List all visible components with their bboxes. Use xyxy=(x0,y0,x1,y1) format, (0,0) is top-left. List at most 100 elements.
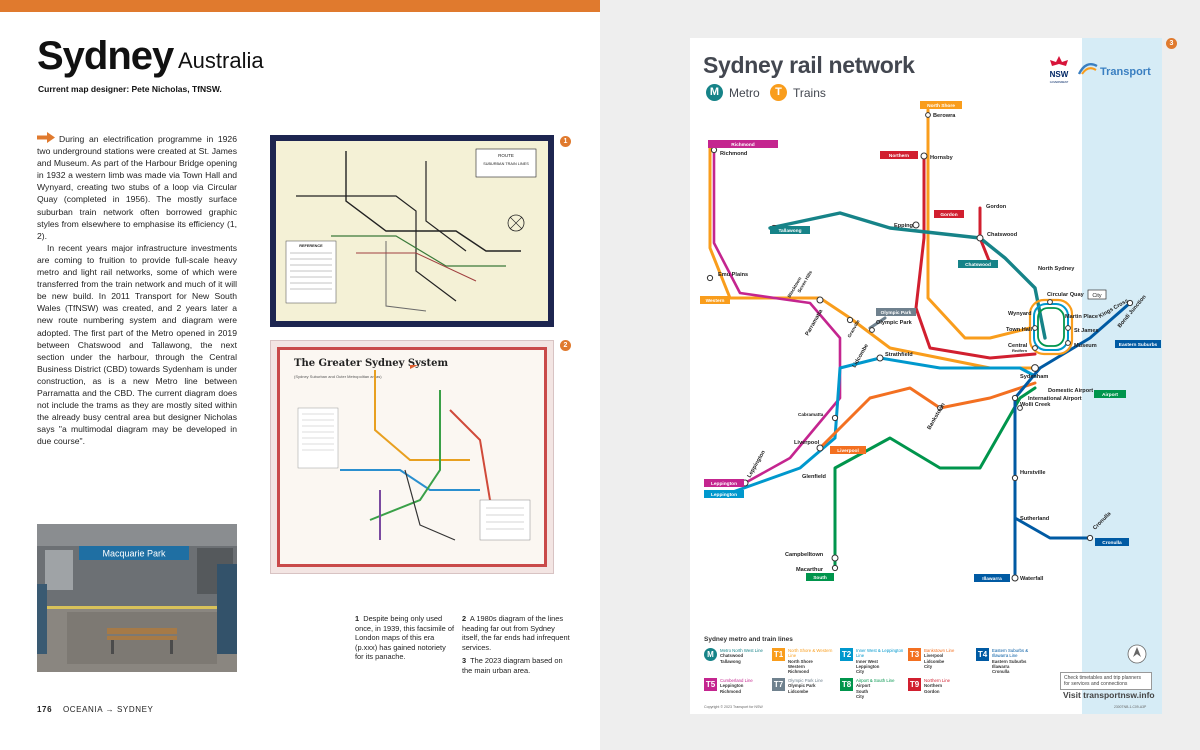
svg-text:NSW: NSW xyxy=(1050,70,1069,79)
figure-number-1: 1 xyxy=(560,136,571,147)
legend-line-stops: Eastern Suburbs Illawarra Cronulla xyxy=(992,658,1027,675)
tag-t9-northern: Northern xyxy=(889,153,909,159)
fig1-box-title: ROUTE xyxy=(498,153,514,158)
line-t7 xyxy=(868,316,887,330)
figure-1939-map-inner: ROUTE SUBURBAN TRAIN LINES REFERENCE xyxy=(276,141,548,321)
line-t8 xyxy=(833,386,1037,570)
legend-line-name: Inner West & Leppington Line xyxy=(856,648,904,659)
timetable-note: Check timetables and trip planners for s… xyxy=(1060,672,1152,690)
tag-m-chatswood: Chatswood xyxy=(965,262,991,268)
station-parramatta: Parramatta xyxy=(805,308,825,337)
station-hornsby: Hornsby xyxy=(930,155,954,161)
caption-column-2: 2 A 1980s diagram of the lines heading f… xyxy=(462,614,572,676)
tag-t5-leppington: Leppington xyxy=(711,481,737,487)
line-t5 xyxy=(712,146,842,485)
station-gordon: Gordon xyxy=(986,204,1007,210)
legend-badge-icon: T1 xyxy=(772,648,785,661)
legend-badge-icon: T4 xyxy=(976,648,989,661)
caption-2: 2 A 1980s diagram of the lines heading f… xyxy=(462,614,570,652)
figure-1939-map: ROUTE SUBURBAN TRAIN LINES REFERENCE xyxy=(270,135,554,327)
tag-t2-leppington: Leppington xyxy=(711,492,737,498)
body-paragraph: In recent years major infrastructure inv… xyxy=(37,242,237,447)
fig1-reference: REFERENCE xyxy=(299,244,323,248)
page-title: Sydney xyxy=(37,34,174,78)
station-emu-plains: Emu Plains xyxy=(718,272,748,278)
station-waterfall: Waterfall xyxy=(1020,576,1044,582)
station-wolli-creek: Wolli Creek xyxy=(1020,402,1051,408)
line-t1-north-shore xyxy=(926,108,1032,340)
station-richmond: Richmond xyxy=(720,151,748,157)
station-glenfield: Glenfield xyxy=(802,474,827,480)
legend-line-stops: North Shore Western Richmond xyxy=(788,658,813,675)
tag-t1-western: Western xyxy=(706,298,725,304)
station-wynyard: Wynyard xyxy=(1008,311,1032,317)
station-central: Central xyxy=(1008,343,1028,349)
map-title: Sydney rail network xyxy=(703,52,915,78)
transport-swoosh-icon xyxy=(1078,63,1098,75)
metro-icon: M xyxy=(706,84,723,101)
city-tag: City xyxy=(1092,293,1102,299)
legend-line-name: Metro North West Line xyxy=(720,648,763,653)
legend-line-name: Bankstown Line xyxy=(924,648,955,653)
legend-badge-icon: T9 xyxy=(908,678,921,691)
legend-line-name: Cumberland Line xyxy=(720,678,753,683)
station-hurstville: Hurstville xyxy=(1020,470,1046,476)
legend-badge-icon: T5 xyxy=(704,678,717,691)
tag-t9-gordon: Gordon xyxy=(940,212,957,218)
station-redfern: Redfern xyxy=(1012,348,1028,353)
tag-t4-illawarra: Illawarra xyxy=(982,576,1002,582)
copyright: Copyright © 2023 Transport for NSW xyxy=(704,705,763,709)
station-campbelltown: Campbelltown xyxy=(785,552,824,558)
station-cabramatta: Cabramatta xyxy=(798,412,824,417)
station-sydenham: Sydenham xyxy=(1020,374,1048,380)
network-diagram: Berowra Hornsby Richmond Epping Chatswoo… xyxy=(700,101,1161,664)
station-leppington: Leppington xyxy=(747,449,768,479)
station-lidcombe: Lidcombe xyxy=(852,343,870,369)
line-t2 xyxy=(728,356,1037,495)
station-chatswood: Chatswood xyxy=(987,232,1018,238)
section-breadcrumb: OCEANIA → SYDNEY xyxy=(62,705,154,714)
station-town-hall: Town Hall xyxy=(1006,327,1032,333)
station-north-sydney: North Sydney xyxy=(1038,266,1075,272)
legend-badge-icon: M xyxy=(704,648,717,661)
legend-line-name: Airport & South Line xyxy=(856,678,895,683)
body-paragraph: During an electrification programme in 1… xyxy=(37,132,237,241)
legend-badge-icon: T7 xyxy=(772,678,785,691)
page-subtitle: Australia xyxy=(178,48,264,73)
caption-3: 3 The 2023 diagram based on the main urb… xyxy=(462,656,563,675)
body-text: During an electrification programme in 1… xyxy=(37,132,237,447)
trains-mode: T Trains xyxy=(770,84,826,101)
station-liverpool: Liverpool xyxy=(794,440,820,446)
line-t3 xyxy=(818,381,1037,450)
station-sign: Macquarie Park xyxy=(102,549,166,559)
tag-t1-north-shore: North Shore xyxy=(927,103,955,109)
legend-line-stops: Inner West Leppington City xyxy=(856,658,880,675)
fig1-box-text: SUBURBAN TRAIN LINES xyxy=(483,162,529,166)
page-footer: 176 OCEANIA → SYDNEY xyxy=(37,705,154,714)
transport-wordmark: Transport xyxy=(1100,66,1151,78)
station-domestic-airport: Domestic Airport xyxy=(1048,388,1093,394)
line-t9-northern xyxy=(914,154,1037,360)
station-berowra: Berowra xyxy=(933,113,956,119)
legend-line-name: North Shore & Western Line xyxy=(788,648,833,659)
visit-website: Visit transportnsw.info xyxy=(1063,690,1155,700)
arrow-right-icon xyxy=(37,132,55,143)
figure-1980s-map: The Greater Sydney System (Sydney Suburb… xyxy=(270,340,554,574)
tag-t3-liverpool: Liverpool xyxy=(837,448,859,454)
tag-t8-airport: Airport xyxy=(1102,392,1118,398)
legend-badge-icon: T8 xyxy=(840,678,853,691)
station-st-james: St James xyxy=(1074,328,1099,334)
